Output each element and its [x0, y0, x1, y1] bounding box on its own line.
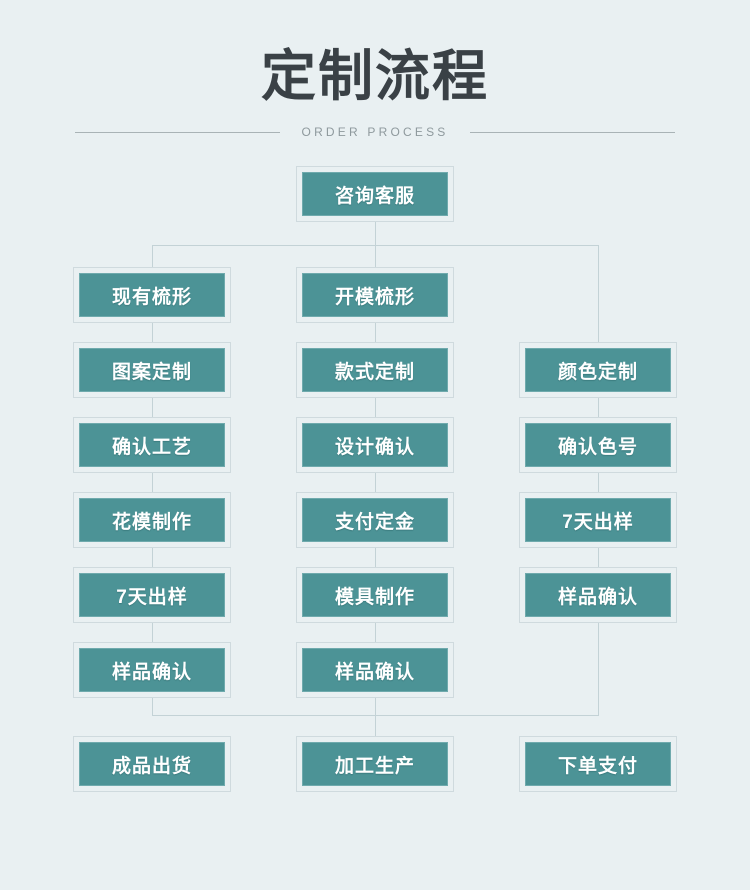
flow-node-col2-step4[interactable]: 支付定金: [302, 498, 448, 542]
flow-node-label: 支付定金: [334, 511, 415, 533]
flow-node-label: 开模梳形: [334, 286, 415, 308]
flow-node-label: 现有梳形: [111, 286, 192, 308]
connector-col1-seg-4: [152, 542, 153, 573]
flow-node-root[interactable]: 咨询客服: [302, 172, 448, 216]
flow-node-col1-terminal[interactable]: 成品出货: [79, 742, 225, 786]
flow-node-label: 成品出货: [111, 755, 192, 777]
connector-col1-seg-5: [152, 617, 153, 648]
flow-node-label: 款式定制: [334, 361, 415, 383]
flow-node-col1-step2[interactable]: 图案定制: [79, 348, 225, 392]
subtitle-rule-left: [75, 131, 280, 133]
connector-top-to-col3: [598, 245, 599, 350]
connector-col1-to-bottom-bar: [152, 692, 153, 716]
flow-node-col3-step4[interactable]: 样品确认: [525, 573, 671, 617]
flow-node-col1-step6[interactable]: 样品确认: [79, 648, 225, 692]
flow-node-label: 颜色定制: [557, 361, 638, 383]
flow-node-col3-step2[interactable]: 确认色号: [525, 423, 671, 467]
flow-node-col3-terminal[interactable]: 下单支付: [525, 742, 671, 786]
subtitle-row: ORDER PROCESS: [75, 122, 676, 142]
connector-root-down: [375, 216, 376, 246]
flow-node-label: 设计确认: [334, 436, 415, 458]
flow-node-label: 咨询客服: [334, 185, 415, 207]
connector-col2-seg-1: [375, 317, 376, 348]
connector-col1-seg-1: [152, 317, 153, 348]
flow-node-col1-step5[interactable]: 7天出样: [79, 573, 225, 617]
connector-top-to-col2: [375, 245, 376, 273]
page-header: 定制流程 ORDER PROCESS: [0, 0, 750, 160]
flow-node-label: 图案定制: [111, 361, 192, 383]
flow-node-label: 确认色号: [557, 436, 638, 458]
flow-node-label: 确认工艺: [111, 436, 192, 458]
page-subtitle: ORDER PROCESS: [301, 125, 449, 139]
connector-col3-to-bottom-bar: [598, 617, 599, 716]
connector-col2-seg-5: [375, 617, 376, 648]
flow-node-label: 花模制作: [111, 511, 192, 533]
connector-col1-seg-3: [152, 467, 153, 498]
flow-node-col2-step3[interactable]: 设计确认: [302, 423, 448, 467]
flow-node-col1-step4[interactable]: 花模制作: [79, 498, 225, 542]
flow-node-label: 样品确认: [334, 661, 415, 683]
connector-col3-seg-3: [598, 542, 599, 573]
flow-node-col2-step5[interactable]: 模具制作: [302, 573, 448, 617]
flow-node-label: 样品确认: [111, 661, 192, 683]
connector-col2-to-terminal: [375, 692, 376, 742]
connector-col2-seg-2: [375, 392, 376, 423]
flow-node-col2-terminal[interactable]: 加工生产: [302, 742, 448, 786]
connector-col1-seg-2: [152, 392, 153, 423]
flow-node-col3-step1[interactable]: 颜色定制: [525, 348, 671, 392]
flow-node-col1-step1[interactable]: 现有梳形: [79, 273, 225, 317]
flow-node-label: 7天出样: [116, 586, 188, 608]
flow-node-label: 模具制作: [334, 586, 415, 608]
flow-node-col3-step3[interactable]: 7天出样: [525, 498, 671, 542]
flow-node-col2-step2[interactable]: 款式定制: [302, 348, 448, 392]
connector-col2-seg-3: [375, 467, 376, 498]
flow-node-col2-step6[interactable]: 样品确认: [302, 648, 448, 692]
flow-node-label: 7天出样: [562, 511, 634, 533]
flow-node-label: 下单支付: [557, 755, 638, 777]
connector-col2-seg-4: [375, 542, 376, 573]
subtitle-rule-right: [470, 131, 676, 133]
connector-col3-seg-1: [598, 392, 599, 423]
connector-top-to-col1: [152, 245, 153, 273]
connector-col3-seg-2: [598, 467, 599, 498]
flow-node-label: 样品确认: [557, 586, 638, 608]
connector-bottom-bar: [152, 715, 599, 716]
flow-node-label: 加工生产: [334, 755, 415, 777]
flow-node-col2-step1[interactable]: 开模梳形: [302, 273, 448, 317]
flow-node-col1-step3[interactable]: 确认工艺: [79, 423, 225, 467]
page-title: 定制流程: [260, 45, 489, 107]
